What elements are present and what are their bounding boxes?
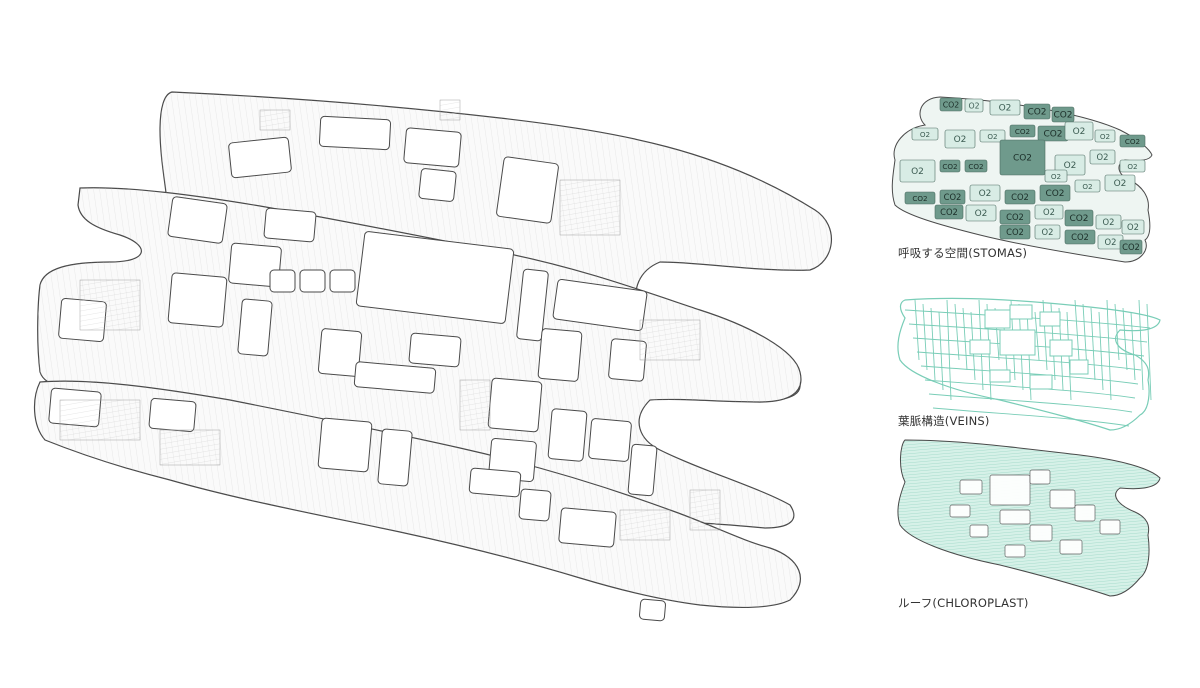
interior-detail-1: [559, 179, 621, 236]
interior-detail-2: [79, 279, 141, 331]
interior-detail-3: [59, 399, 141, 441]
building-block-1: [228, 136, 292, 179]
building-block-32: [558, 507, 617, 548]
building-block-21: [608, 338, 647, 382]
building-block-29: [547, 408, 588, 462]
building-block-2: [318, 115, 392, 151]
building-block-9: [269, 269, 296, 293]
building-block-3: [403, 127, 462, 168]
building-block-24: [148, 397, 197, 433]
interior-detail-6: [159, 429, 221, 466]
slab-hatch-3: [34, 381, 801, 608]
stomas-caption: 呼吸する空間(STOMAS): [898, 246, 1028, 260]
building-block-15: [167, 272, 228, 328]
building-block-26: [377, 428, 413, 487]
building-block-18: [353, 361, 437, 394]
building-block-16: [237, 298, 273, 357]
building-block-14: [552, 278, 648, 332]
veins-caption: 葉脈構造(VEINS): [898, 414, 990, 428]
building-block-5: [418, 168, 457, 202]
building-block-6: [167, 196, 228, 244]
interior-detail-9: [439, 99, 461, 121]
building-block-33: [627, 443, 658, 497]
building-block-10: [299, 269, 326, 293]
building-block-19: [408, 332, 462, 368]
building-block-20: [537, 328, 583, 382]
building-block-13: [516, 268, 549, 342]
building-block-8: [228, 242, 282, 288]
interior-detail-7: [689, 489, 721, 531]
building-block-35: [639, 598, 666, 622]
building-block-7: [263, 207, 317, 243]
interior-details: [59, 99, 721, 541]
building-block-4: [496, 156, 559, 224]
building-block-31: [518, 488, 552, 522]
building-block-17: [317, 328, 363, 377]
interior-detail-8: [259, 109, 291, 131]
building-block-30: [588, 418, 632, 462]
interior-detail-5: [459, 379, 491, 431]
building-block-11: [329, 269, 356, 293]
building-blocks: [48, 115, 666, 622]
building-block-25: [317, 417, 373, 473]
building-block-12: [355, 231, 515, 324]
building-block-27: [487, 377, 543, 433]
interior-detail-4: [639, 319, 701, 361]
chloroplast-caption: ルーフ(CHLOROPLAST): [898, 596, 1029, 610]
building-block-34: [468, 467, 522, 498]
interior-detail-10: [619, 509, 671, 541]
